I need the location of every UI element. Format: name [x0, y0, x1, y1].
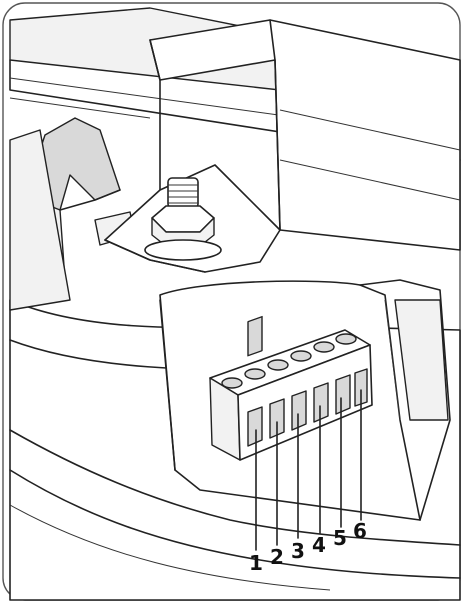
terminal-label-6: 6	[353, 519, 367, 543]
screw-6-icon	[335, 333, 357, 345]
screw-5-icon	[313, 341, 335, 353]
terminal-label-5: 5	[333, 526, 347, 550]
screw-4-icon	[290, 350, 312, 362]
bolt-and-nut	[144, 177, 222, 261]
slot-1	[247, 315, 263, 357]
screw-1-icon	[221, 377, 243, 389]
terminal-label-3: 3	[291, 539, 305, 563]
screw-2-icon	[244, 368, 266, 380]
leader-lines	[255, 389, 362, 551]
terminal-label-1: 1	[249, 551, 263, 575]
terminal-label-4: 4	[312, 533, 326, 557]
left-rim	[9, 129, 71, 311]
screw-3-icon	[267, 359, 289, 371]
terminal-labels: 1 2 3 4 5 6	[249, 519, 367, 575]
terminal-block	[209, 315, 373, 461]
terminal-label-2: 2	[270, 545, 284, 569]
